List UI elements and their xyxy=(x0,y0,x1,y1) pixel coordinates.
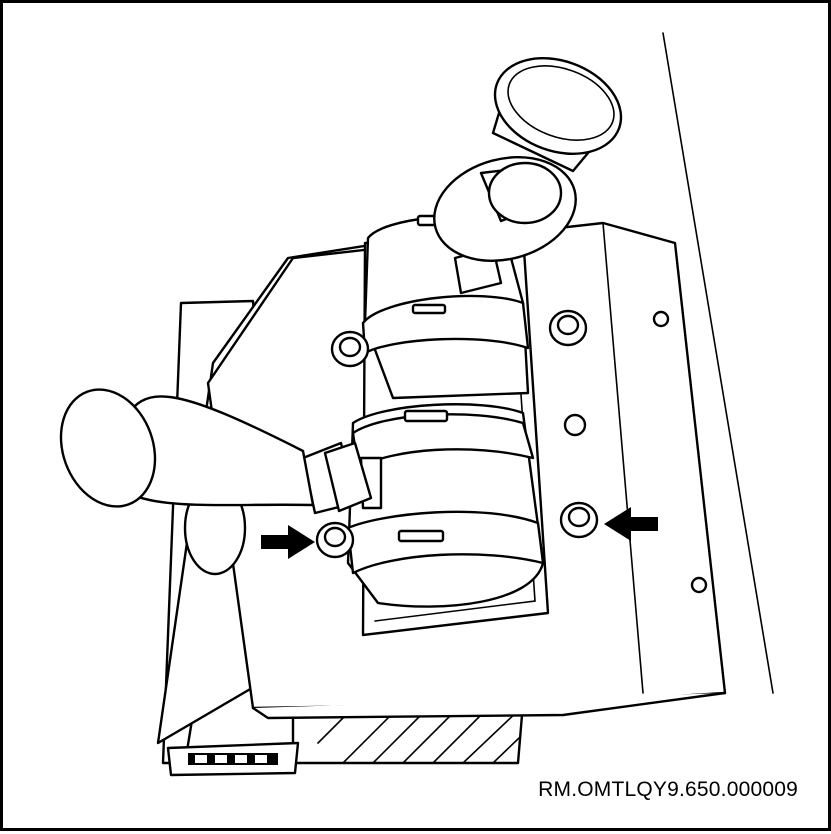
bolt-lower-right xyxy=(559,501,599,539)
push-knob xyxy=(433,57,623,295)
plate-hole-center xyxy=(563,413,587,437)
right-pointer-arrow xyxy=(604,507,658,541)
left-pointer-arrow xyxy=(261,525,315,559)
lever-handle xyxy=(59,388,373,515)
bolt-upper-left xyxy=(330,330,370,368)
figure-reference-code: RM.OMTLQY9.650.000009 xyxy=(538,778,798,801)
wall-edge-line xyxy=(662,32,774,694)
lower-switch-body xyxy=(346,403,545,608)
bolt-lower-left xyxy=(315,521,355,559)
control-lever-assembly-illustration xyxy=(59,32,774,777)
plate-hole-upper xyxy=(652,310,670,328)
bolt-upper-right xyxy=(548,309,588,347)
bottom-connector xyxy=(166,741,300,777)
plate-hole-lower xyxy=(690,576,708,594)
